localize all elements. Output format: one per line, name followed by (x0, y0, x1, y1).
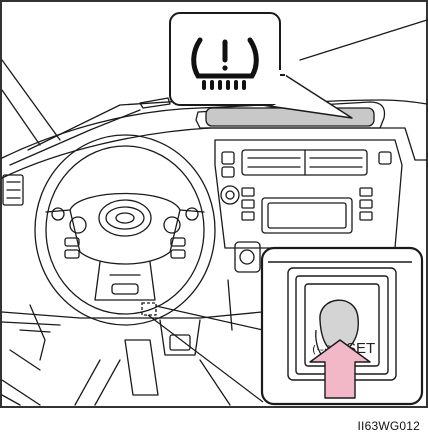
figure-caption: II63WG012 (358, 419, 421, 433)
switch-inset: SET (·-·) (262, 248, 422, 404)
